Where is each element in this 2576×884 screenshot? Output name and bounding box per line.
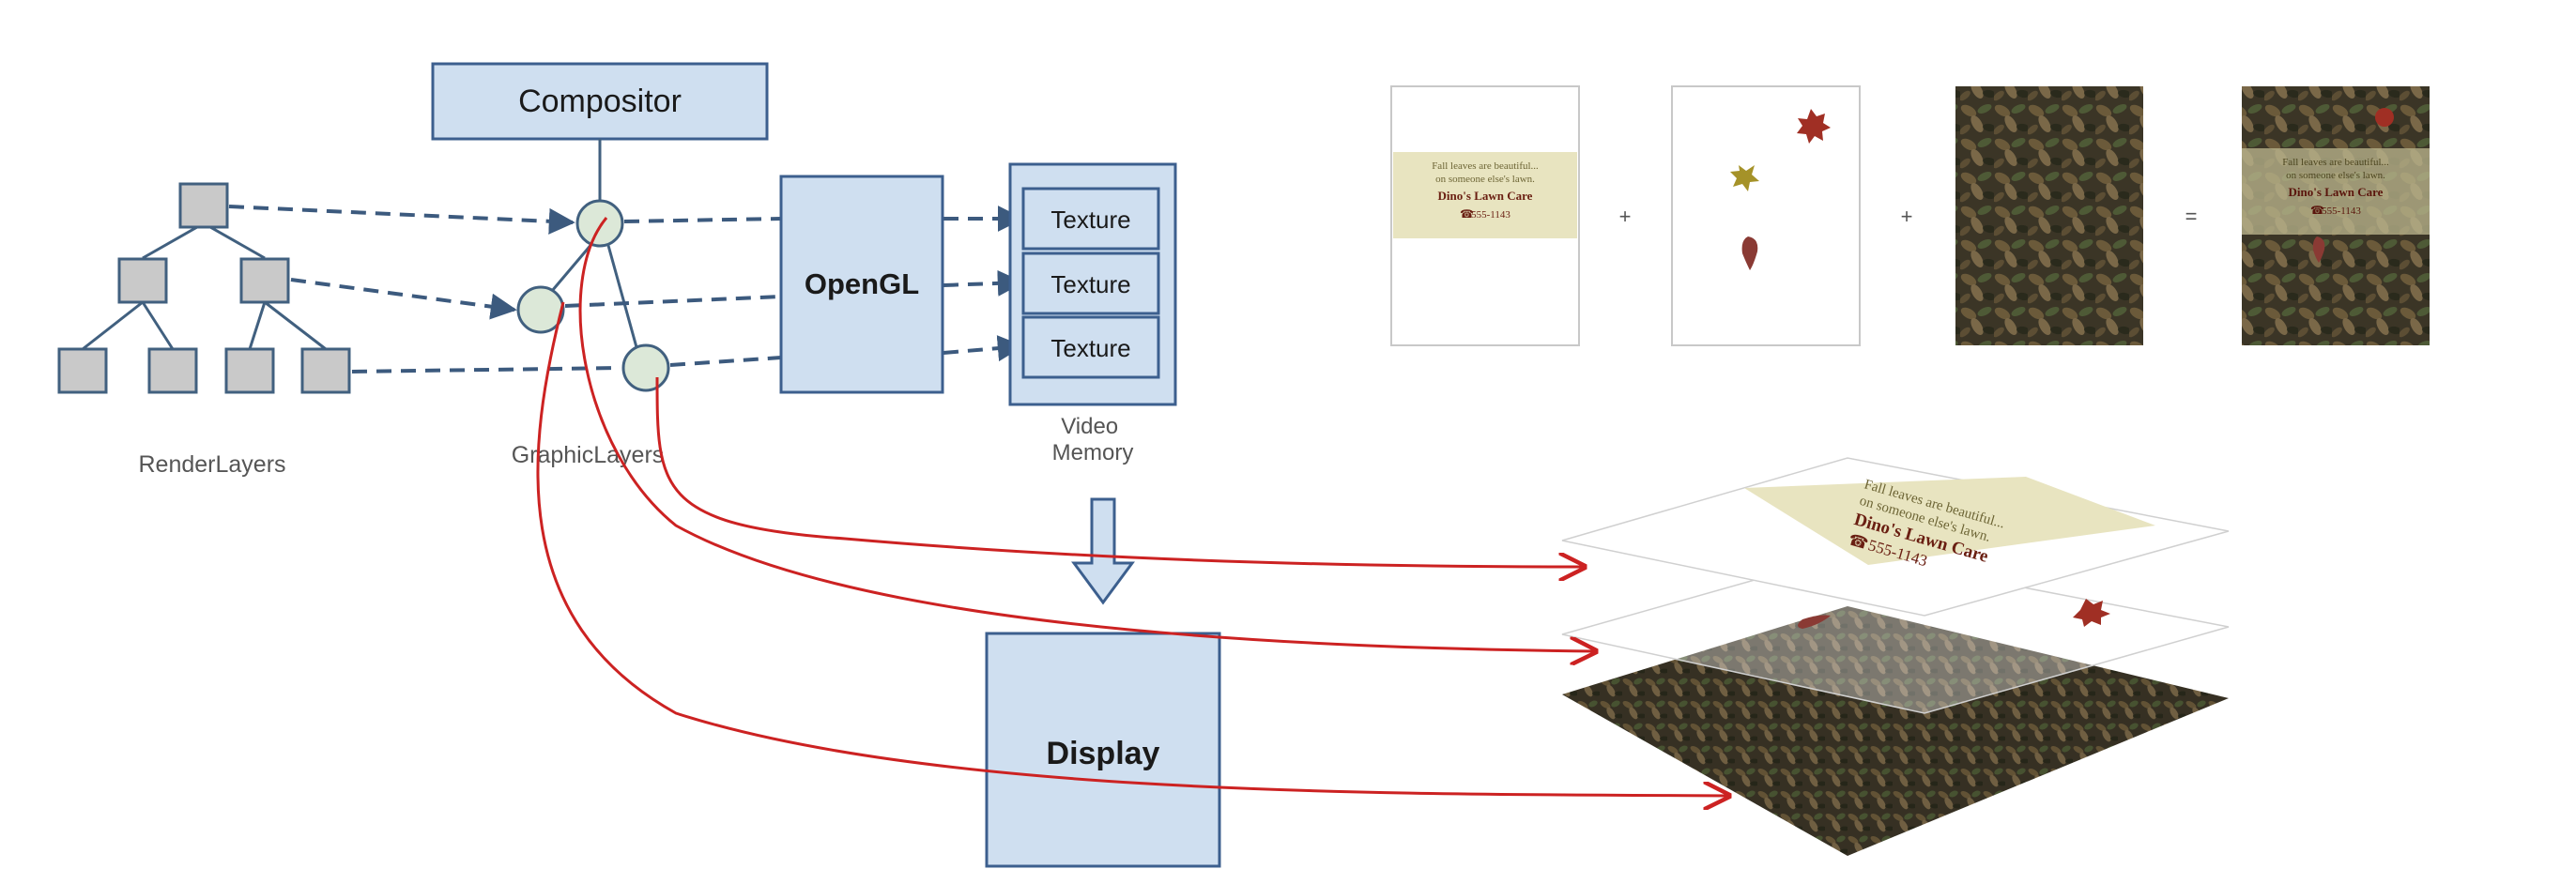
equals-operator: = bbox=[2185, 205, 2198, 228]
render-layer-node bbox=[147, 347, 198, 394]
background-layer-card bbox=[1955, 86, 2143, 345]
texture-box: Texture bbox=[1021, 187, 1160, 251]
render-to-graphic-arrow bbox=[351, 366, 621, 373]
brown-leaf-icon bbox=[1741, 236, 1758, 270]
texture-label: Texture bbox=[1050, 206, 1130, 234]
opengl-to-texture-arrow bbox=[943, 269, 1024, 297]
memory-to-display-arrow bbox=[1071, 497, 1135, 605]
card-text-line2: on someone else's lawn. bbox=[1435, 174, 1535, 185]
graphic-layers-label: GraphicLayers bbox=[512, 442, 665, 468]
phone-icon: ☎ bbox=[1460, 207, 1474, 221]
composite-result-card: Fall leaves are beautiful... on someone … bbox=[2242, 86, 2430, 345]
plus-operator: + bbox=[1619, 205, 1632, 228]
background-layer-plane bbox=[1562, 606, 2229, 856]
graphic-layer-node bbox=[516, 285, 565, 334]
opengl-label: OpenGL bbox=[805, 267, 919, 300]
red-leaf-icon bbox=[2375, 108, 2394, 127]
render-to-graphic-arrow bbox=[228, 205, 575, 235]
graphic-to-opengl-line bbox=[623, 217, 782, 223]
graphic-to-opengl-line bbox=[669, 356, 782, 367]
composite-text-line1: Fall leaves are beautiful... bbox=[2282, 157, 2389, 168]
text-layer-card: Fall leaves are beautiful... on someone … bbox=[1390, 85, 1580, 346]
graphic-layer-to-text-plane-arrow bbox=[655, 376, 1585, 567]
brown-leaf-icon bbox=[2312, 236, 2325, 263]
render-layer-node bbox=[178, 182, 229, 229]
card-text-line1: Fall leaves are beautiful... bbox=[1432, 160, 1539, 172]
layer-equation: Fall leaves are beautiful... on someone … bbox=[1390, 85, 2430, 346]
brown-leaf-icon bbox=[1798, 615, 1831, 629]
layer-mapping-arrows bbox=[536, 217, 1729, 796]
texture-label: Texture bbox=[1050, 334, 1130, 362]
plus-operator: + bbox=[1901, 205, 1913, 228]
render-to-graphic-arrow bbox=[290, 278, 517, 320]
graphic-tree-edges bbox=[550, 139, 638, 348]
compositor-label: Compositor bbox=[518, 84, 682, 119]
dashed-connectors bbox=[228, 205, 1024, 373]
render-layers-label: RenderLayers bbox=[138, 451, 285, 478]
opengl-to-texture-arrow bbox=[943, 335, 1024, 362]
composite-text-line2: on someone else's lawn. bbox=[2286, 170, 2385, 181]
graphic-layer-to-leaves-plane-arrow bbox=[578, 217, 1596, 651]
display-label: Display bbox=[1047, 736, 1160, 771]
video-memory-label: Video Memory bbox=[1052, 414, 1134, 465]
texture-label: Texture bbox=[1050, 270, 1130, 298]
composite-business-name: Dino's Lawn Care bbox=[2289, 185, 2384, 199]
phone-icon: ☎ bbox=[2310, 204, 2324, 217]
opengl-box: OpenGL bbox=[779, 175, 944, 394]
render-layer-node bbox=[239, 257, 290, 304]
render-tree-edges bbox=[82, 221, 327, 351]
render-layer-node bbox=[300, 347, 351, 394]
red-leaf-icon bbox=[2073, 599, 2110, 627]
render-layer-node bbox=[224, 347, 275, 394]
stacked-layers: Fall leaves are beautiful... on someone … bbox=[1561, 457, 2230, 856]
graphic-layer-to-background-plane-arrow bbox=[536, 301, 1729, 796]
video-memory-label-line1: Video bbox=[1061, 414, 1118, 439]
card-phone: 555-1143 bbox=[1471, 209, 1510, 221]
graphic-layer-node bbox=[575, 199, 624, 248]
leaves-layer-card bbox=[1671, 85, 1861, 346]
render-layer-tree: RenderLayers bbox=[57, 182, 351, 478]
graphic-to-opengl-line bbox=[564, 295, 782, 308]
video-memory: Texture Texture Texture Video Memory bbox=[1008, 162, 1177, 465]
video-memory-label-line2: Memory bbox=[1052, 440, 1134, 465]
card-business-name: Dino's Lawn Care bbox=[1438, 189, 1533, 203]
graphic-layer-node bbox=[621, 343, 670, 392]
display-box: Display bbox=[985, 632, 1221, 868]
yellow-leaf-icon bbox=[1730, 165, 1759, 191]
texture-box: Texture bbox=[1021, 251, 1160, 315]
background-layer-shade bbox=[1562, 606, 2229, 856]
render-layer-node bbox=[117, 257, 168, 304]
text-layer-plane: Fall leaves are beautiful... on someone … bbox=[1561, 457, 2230, 617]
render-layer-node bbox=[57, 347, 108, 394]
texture-box: Texture bbox=[1021, 315, 1160, 379]
red-leaf-icon bbox=[1797, 109, 1831, 144]
composite-phone: 555-1143 bbox=[2322, 206, 2361, 217]
compositor-box: Compositor bbox=[431, 62, 769, 141]
